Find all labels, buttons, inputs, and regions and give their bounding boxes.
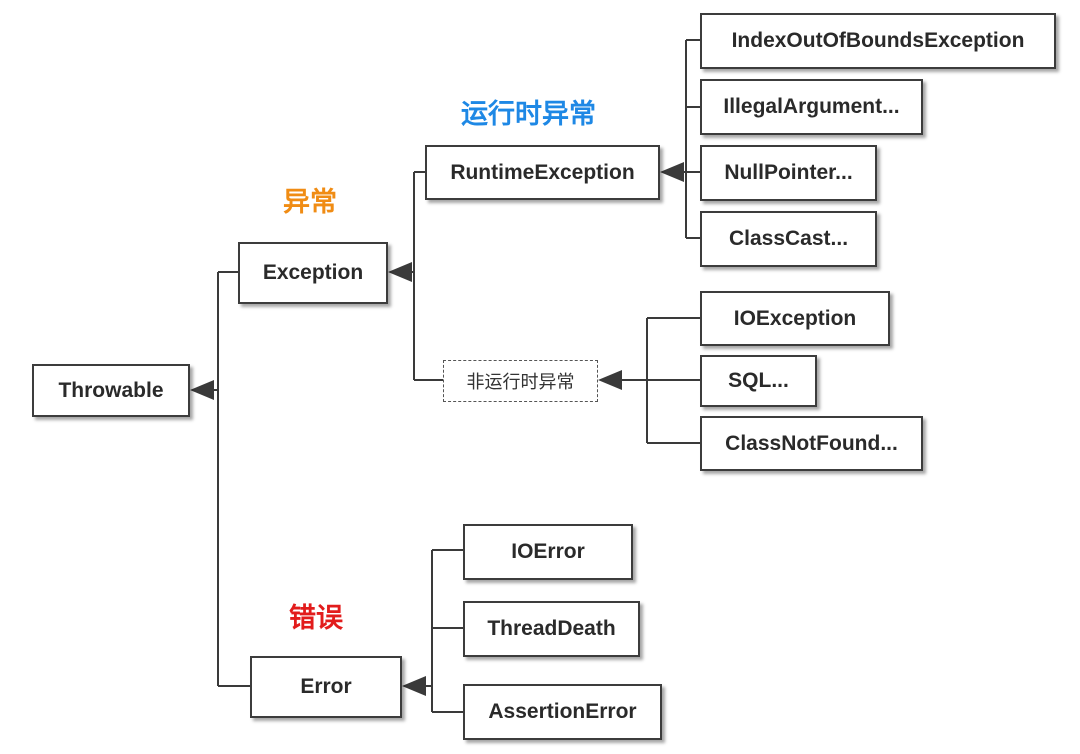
node-sql: SQL...: [700, 355, 817, 407]
node-exception: Exception: [238, 242, 388, 304]
node-index-out-of-bounds: IndexOutOfBoundsException: [700, 13, 1056, 69]
arrowhead-throwable: [190, 380, 214, 400]
node-throwable: Throwable: [32, 364, 190, 417]
label-runtime-exception-cn: 运行时异常: [461, 99, 596, 130]
node-class-not-found: ClassNotFound...: [700, 416, 923, 471]
node-runtime-exception: RuntimeException: [425, 145, 660, 200]
node-null-pointer: NullPointer...: [700, 145, 877, 201]
label-error-cn: 错误: [289, 603, 343, 634]
arrowhead-error: [402, 676, 426, 696]
node-thread-death: ThreadDeath: [463, 601, 640, 657]
node-class-cast: ClassCast...: [700, 211, 877, 267]
node-error: Error: [250, 656, 402, 718]
label-exception-cn: 异常: [283, 187, 337, 218]
node-io-error: IOError: [463, 524, 633, 580]
node-io-exception: IOException: [700, 291, 890, 346]
node-non-runtime-exception: 非运行时异常: [443, 360, 598, 402]
node-illegal-argument: IllegalArgument...: [700, 79, 923, 135]
arrowhead-non-runtime: [598, 370, 622, 390]
arrowhead-runtime: [660, 162, 684, 182]
node-assertion-error: AssertionError: [463, 684, 662, 740]
arrowhead-exception: [388, 262, 412, 282]
